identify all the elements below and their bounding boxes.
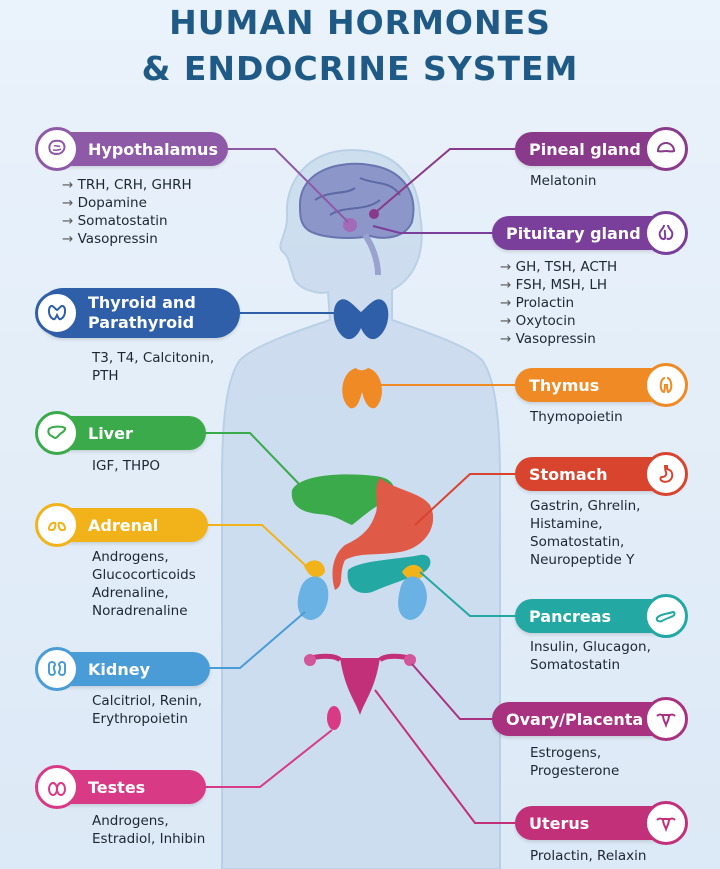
kidneys-illustration [297,560,427,620]
pancreas-illustration [347,554,431,594]
pancreas-label[interactable]: Pancreas [515,594,688,638]
hormone-item: Prolactin, Relaxin [530,848,647,864]
thyroid-title-line2: Parathyroid [88,313,195,332]
liver-icon [35,411,79,455]
thyroid-title-line1: Thyroid and [88,293,196,312]
connector-lines [205,148,515,824]
hormone-item: Dopamine [62,194,192,212]
pituitary-icon [644,211,688,255]
hormone-item: Glucocorticoids [92,567,196,583]
stomach-label[interactable]: Stomach [515,452,688,496]
stomach-icon [644,452,688,496]
ovary-title: Ovary/Placenta [506,709,644,729]
ovary-hormones: Estrogens, Progesterone [530,744,619,780]
hypothalamus-hormones: TRH, CRH, GHRH Dopamine Somatostatin Vas… [62,176,192,248]
hormone-item: FSH, MSH, LH [500,276,617,294]
liver-illustration [291,474,395,525]
adrenal-icon [35,503,79,547]
hormone-item: Melatonin [530,173,597,189]
uterus-title: Uterus [529,813,590,833]
hormone-item: PTH [92,368,119,384]
hormone-item: Somatostatin [530,657,621,673]
testes-label[interactable]: Testes [35,765,206,809]
testes-icon [35,765,79,809]
testes-title: Testes [88,777,146,797]
hormone-item: Neuropeptide Y [530,552,635,568]
brain-illustration [298,162,415,276]
hormone-item: Somatostatin [62,212,192,230]
stomach-title: Stomach [529,464,608,484]
hormone-item: Calcitriol, Renin, [92,693,203,709]
hormone-item: Vasopressin [500,330,617,348]
thymus-hormones: Thymopoietin [530,408,623,426]
thyroid-label[interactable]: Thyroid and Parathyroid [35,288,240,338]
hormone-item: Thymopoietin [530,409,623,425]
hormone-item: Estradiol, Inhibin [92,831,206,847]
uterus-icon [644,801,688,845]
title-line-2: & ENDOCRINE SYSTEM [141,49,579,88]
pancreas-hormones: Insulin, Glucagon, Somatostatin [530,638,651,674]
hormone-item: Somatostatin, [530,534,625,550]
hormone-item: TRH, CRH, GHRH [62,176,192,194]
thymus-title: Thymus [529,375,600,395]
title-line-1: HUMAN HORMONES [169,3,551,42]
hormone-item: Progesterone [530,763,620,779]
kidney-title: Kidney [88,659,151,679]
hormone-item: T3, T4, Calcitonin, [92,350,215,366]
pineal-icon [644,127,688,171]
testes-hormones: Androgens, Estradiol, Inhibin [92,812,205,848]
uterus-label[interactable]: Uterus [515,801,688,845]
adrenal-title: Adrenal [88,515,159,535]
thyroid-illustration [333,299,389,340]
thyroid-hormones: T3, T4, Calcitonin, PTH [92,349,214,385]
pancreas-icon [644,594,688,638]
hormone-item: GH, TSH, ACTH [500,258,618,276]
hormone-item: Gastrin, Ghrelin, [530,498,641,514]
kidney-hormones: Calcitriol, Renin, Erythropoietin [92,692,202,728]
hormone-item: Insulin, Glucagon, [530,639,651,655]
uterus-hormones: Prolactin, Relaxin [530,847,646,865]
uterus-icon [644,697,688,741]
hormone-item: Oxytocin [500,312,617,330]
ovary-label[interactable]: Ovary/Placenta [492,697,688,741]
kidney-label[interactable]: Kidney [35,647,210,691]
adrenal-label[interactable]: Adrenal [35,503,208,547]
hormone-item: Vasopressin [62,230,192,248]
hormone-item: Noradrenaline [92,603,188,619]
hormone-item: Androgens, [92,813,169,829]
hormone-item: Estrogens, [530,745,602,761]
pancreas-title: Pancreas [529,606,612,626]
liver-hormones: IGF, THPO [92,457,160,475]
hormone-item: Prolactin [500,294,617,312]
thymus-illustration [342,368,382,409]
pituitary-hormones: GH, TSH, ACTH FSH, MSH, LH Prolactin Oxy… [500,258,618,348]
stomach-hormones: Gastrin, Ghrelin, Histamine, Somatostati… [530,497,640,569]
hypothalamus-title: Hypothalamus [88,139,218,159]
pituitary-label[interactable]: Pituitary gland [492,211,688,255]
thymus-label[interactable]: Thymus [515,363,688,407]
adrenal-hormones: Androgens, Glucocorticoids Adrenaline, N… [92,548,196,620]
hypothalamus-label[interactable]: Hypothalamus [35,127,228,171]
pineal-hormones: Melatonin [530,172,596,190]
pituitary-title: Pituitary gland [506,223,641,243]
thymus-icon [644,363,688,407]
uterus-illustration [304,653,416,715]
brain-icon [35,127,79,171]
pineal-label[interactable]: Pineal gland [515,127,688,171]
stomach-illustration [332,478,434,590]
hormone-item: IGF, THPO [92,458,160,474]
liver-title: Liver [88,423,133,443]
hormone-item: Erythropoietin [92,711,188,727]
hormone-item: Androgens, [92,549,169,565]
hormone-item: Histamine, [530,516,603,532]
pineal-title: Pineal gland [529,139,641,159]
liver-label[interactable]: Liver [35,411,206,455]
kidney-icon [35,647,79,691]
testes-illustration [327,706,341,730]
hormone-item: Adrenaline, [92,585,169,601]
thyroid-icon [35,291,79,335]
